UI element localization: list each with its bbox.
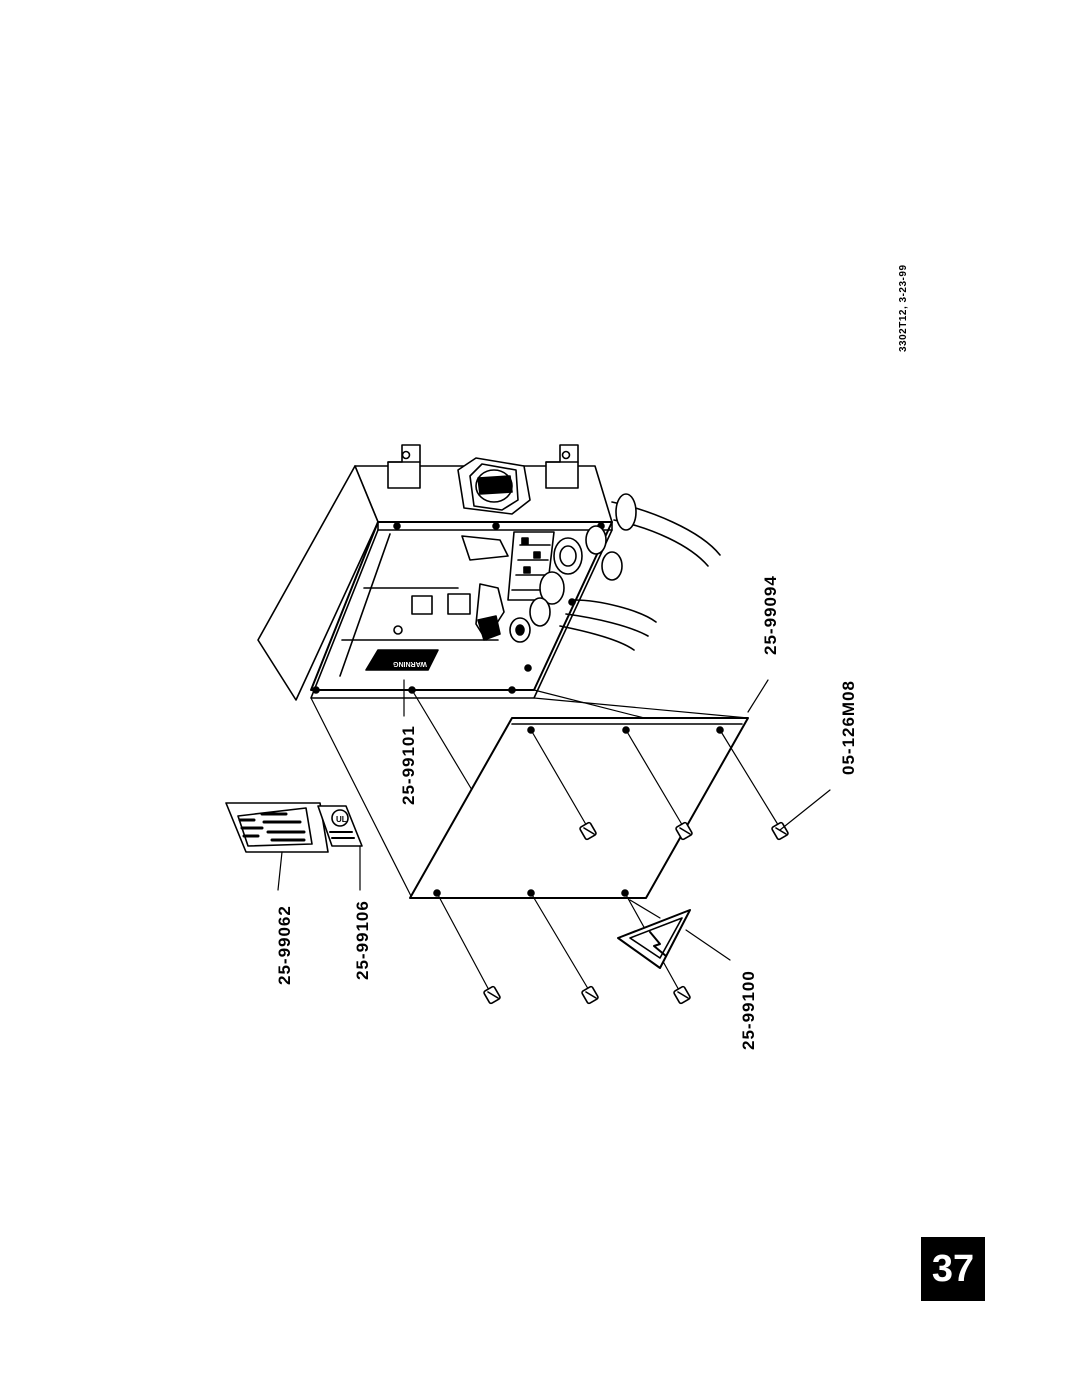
callout-25-99062: 25-99062	[275, 905, 294, 985]
screw-icon	[483, 985, 501, 1005]
shock-hazard-decal	[617, 909, 691, 969]
rim-screws	[312, 522, 605, 694]
mounting-bracket-right	[545, 444, 579, 489]
drawing-reference: 3302T12, 3-23-99	[898, 264, 909, 352]
mounting-bracket-left	[387, 444, 421, 489]
screw-icon	[673, 985, 691, 1005]
internal-components	[393, 525, 607, 643]
callout-25-99101: 25-99101	[399, 725, 418, 805]
page-number-badge: 37	[921, 1237, 985, 1301]
cover-screws	[436, 729, 781, 993]
screw-icon	[581, 985, 599, 1005]
callout-25-99100: 25-99100	[739, 970, 758, 1050]
svg-text:UL: UL	[336, 815, 347, 824]
screw-heads	[483, 821, 789, 1005]
cover-panel	[409, 717, 749, 899]
callout-25-99106: 25-99106	[353, 900, 372, 980]
screw-icon	[675, 821, 693, 841]
callout-25-99094: 25-99094	[761, 575, 780, 655]
enclosure-back-face	[257, 465, 379, 701]
callout-05-126M08: 05-126M08	[839, 680, 858, 775]
explosion-lines	[310, 689, 749, 899]
manual-label-decal	[225, 802, 329, 891]
warning-plate	[365, 649, 439, 671]
warning-plate-text: WARNING	[393, 660, 427, 667]
cable-conduits	[559, 493, 721, 651]
leader-lines	[403, 679, 831, 961]
screw-icon	[579, 821, 597, 841]
cable-glands	[509, 525, 607, 643]
ul-label-decal: UL	[317, 805, 363, 891]
disconnect-handle	[457, 457, 531, 515]
page-number: 37	[931, 1247, 975, 1290]
lightning-bolt-icon	[649, 931, 667, 957]
